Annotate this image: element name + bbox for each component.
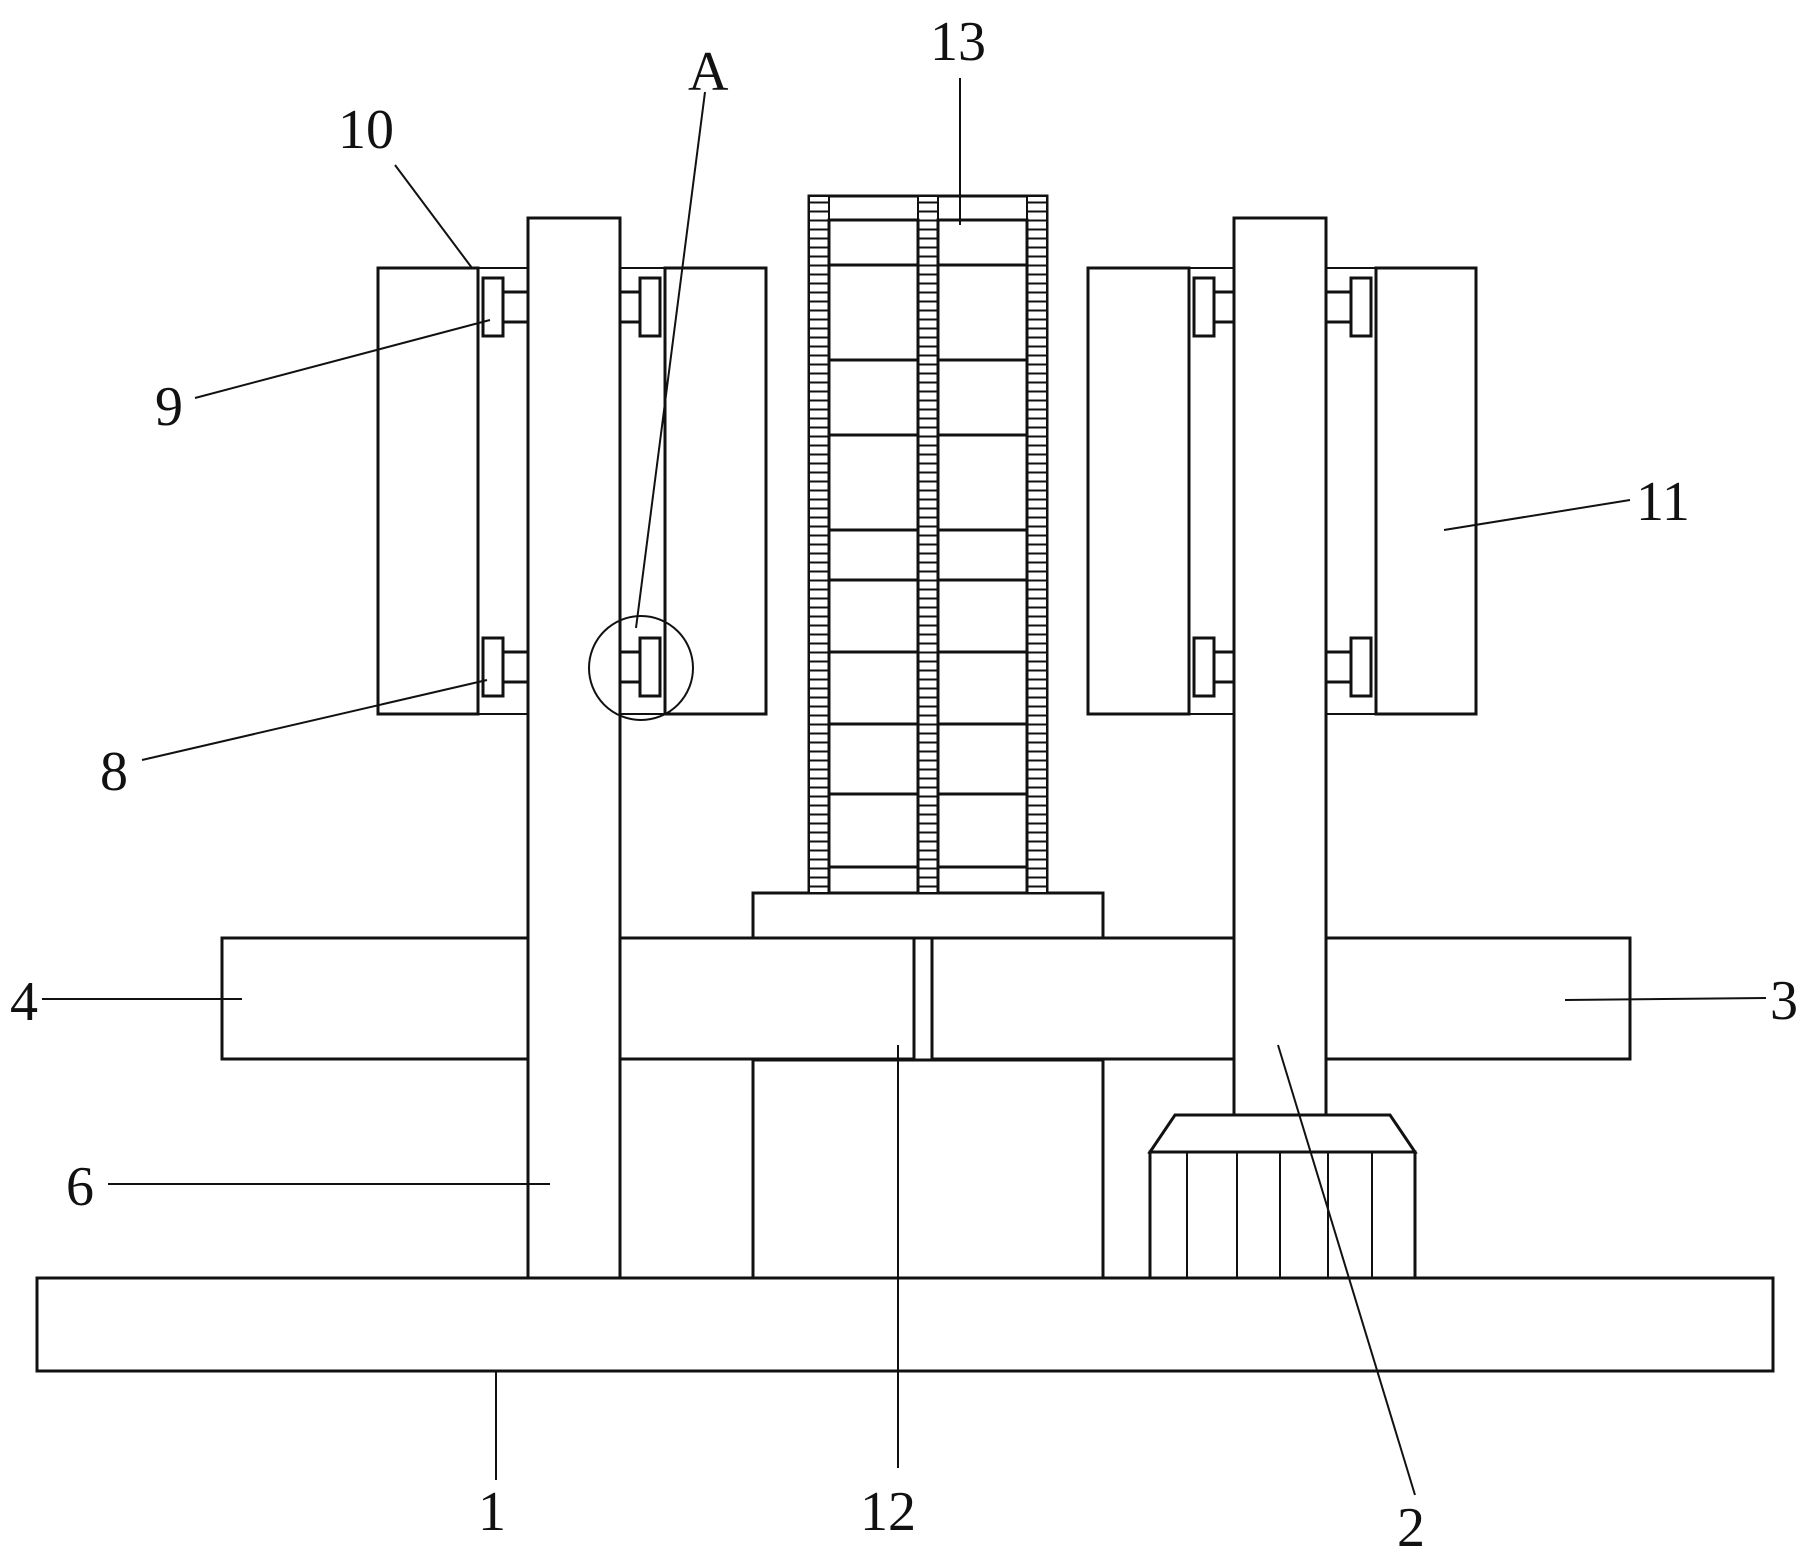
label-1: 1	[478, 1481, 506, 1543]
label-10: 10	[338, 99, 394, 161]
detail-circle-a	[588, 615, 694, 721]
motor	[1147, 1113, 1418, 1280]
top-mount-block	[751, 891, 1105, 940]
label-4: 4	[10, 971, 38, 1033]
callout-labels: 1 2 3 4 6 8 9 10 11 12 13 A	[10, 11, 1798, 1557]
right-screw-rod	[1232, 216, 1328, 1117]
label-11: 11	[1636, 471, 1690, 533]
bearing-icon	[481, 276, 662, 698]
left-clamp-assembly	[376, 266, 768, 716]
center-support	[751, 1058, 1105, 1280]
label-2: 2	[1397, 1497, 1425, 1557]
right-clamp-assembly	[1086, 266, 1478, 716]
label-6: 6	[66, 1156, 94, 1218]
label-9: 9	[155, 376, 183, 438]
label-13: 13	[930, 11, 986, 73]
center-column	[807, 194, 1049, 895]
label-8: 8	[100, 741, 128, 803]
label-3: 3	[1770, 970, 1798, 1032]
left-screw-rod	[526, 216, 622, 1280]
label-a: A	[688, 41, 729, 103]
leader-lines	[42, 78, 1767, 1496]
base-plate	[35, 1276, 1775, 1373]
label-12: 12	[860, 1481, 916, 1543]
